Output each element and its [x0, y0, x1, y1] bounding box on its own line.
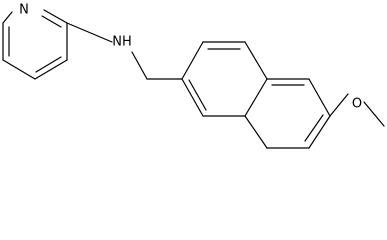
bond	[244, 41, 268, 80]
bond	[329, 93, 349, 117]
atom-label-methoxy-o: O	[352, 97, 362, 112]
atom-label-amine-nh: NH	[112, 35, 132, 50]
bond	[66, 22, 113, 43]
bond	[308, 115, 331, 149]
pyridine-ring	[2, 9, 68, 80]
bond	[35, 56, 62, 73]
bond	[43, 9, 68, 24]
bond	[41, 15, 62, 28]
bond	[181, 78, 204, 117]
chemical-structure-diagram: N NH O	[2, 3, 385, 149]
bond	[2, 59, 36, 80]
bond	[363, 101, 385, 127]
bond	[131, 51, 148, 80]
bond	[188, 79, 207, 111]
bond	[181, 41, 204, 80]
naphthalene-ring	[181, 41, 331, 149]
bond	[244, 78, 268, 117]
atom-label-pyridine-n: N	[19, 3, 29, 18]
bond	[308, 78, 331, 117]
bond	[2, 11, 13, 24]
bond	[304, 114, 324, 142]
bond	[34, 59, 68, 80]
methoxy-group	[329, 93, 385, 127]
bond	[244, 115, 268, 149]
linker	[66, 22, 183, 80]
